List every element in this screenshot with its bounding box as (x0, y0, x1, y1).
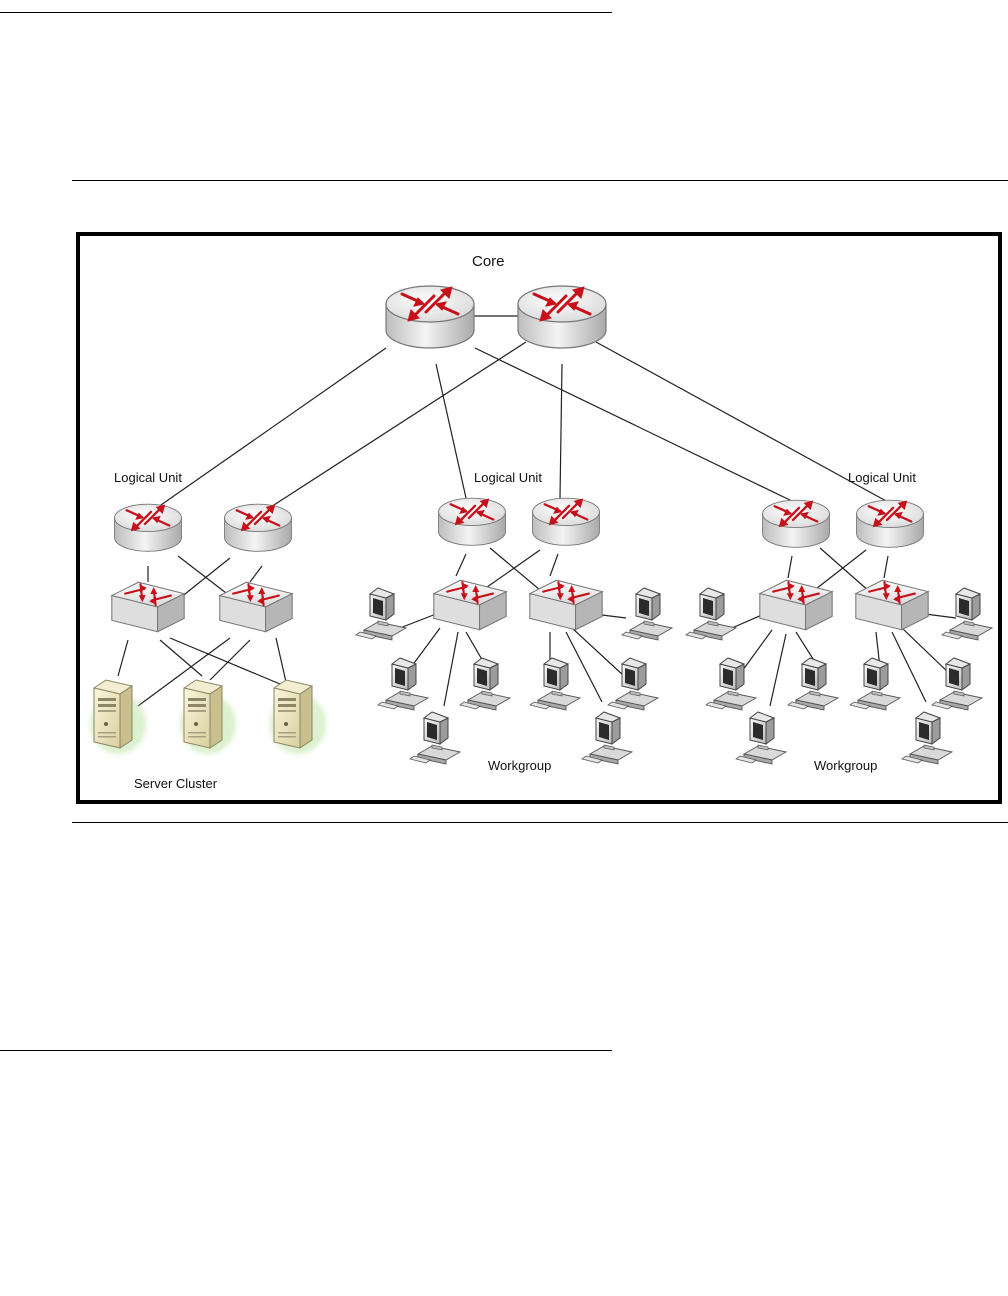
logical-unit-left-switch-b-icon (218, 581, 294, 633)
logical-unit-left-router-b-icon (223, 503, 293, 553)
workstation-icon (529, 657, 581, 711)
workstation-icon (685, 587, 737, 641)
workstation-icon (621, 587, 673, 641)
workstation-icon (607, 657, 659, 711)
label-server-cluster: Server Cluster (134, 776, 218, 791)
network-diagram-figure: Core Logical Unit Logical Unit Logical U… (76, 232, 1002, 804)
logical-unit-right-router-a-icon (761, 499, 831, 549)
network-diagram: Core Logical Unit Logical Unit Logical U… (80, 253, 993, 791)
logical-unit-center-switch-a-icon (432, 579, 508, 631)
workstation-icon (941, 587, 993, 641)
logical-unit-center-switch-b-icon (528, 579, 604, 631)
logical-unit-left-switch-a-icon (110, 581, 186, 633)
workstation-icon (787, 657, 839, 711)
workstation-icon (735, 711, 787, 765)
core-router-left-icon (384, 284, 476, 350)
figure-rule-bottom (72, 822, 1008, 823)
workstation-icon (377, 657, 429, 711)
figure-rule-top (72, 180, 1008, 181)
workstation-icon (901, 711, 953, 765)
server-icon (90, 680, 146, 754)
workstation-icon (355, 587, 407, 641)
server-icon (270, 680, 326, 754)
label-core: Core (472, 253, 505, 270)
workstation-icon (459, 657, 511, 711)
workstation-icon (581, 711, 633, 765)
logical-unit-right-switch-a-icon (758, 579, 834, 631)
page-rule-bottom (0, 1050, 612, 1051)
label-workgroup-right: Workgroup (814, 758, 877, 773)
logical-unit-center-router-b-icon (531, 497, 601, 547)
server-icon (180, 680, 236, 754)
logical-unit-right-switch-b-icon (854, 579, 930, 631)
label-logical-unit-center: Logical Unit (474, 470, 542, 485)
workstation-icon (931, 657, 983, 711)
workstation-icon (409, 711, 461, 765)
core-router-right-icon (516, 284, 608, 350)
page-rule-top (0, 12, 612, 13)
workstation-icon (705, 657, 757, 711)
workstation-icon (849, 657, 901, 711)
logical-unit-right-router-b-icon (855, 499, 925, 549)
label-workgroup-center: Workgroup (488, 758, 551, 773)
label-logical-unit-left: Logical Unit (114, 470, 182, 485)
logical-unit-center-router-a-icon (437, 497, 507, 547)
logical-unit-left-router-a-icon (113, 503, 183, 553)
label-logical-unit-right: Logical Unit (848, 470, 916, 485)
